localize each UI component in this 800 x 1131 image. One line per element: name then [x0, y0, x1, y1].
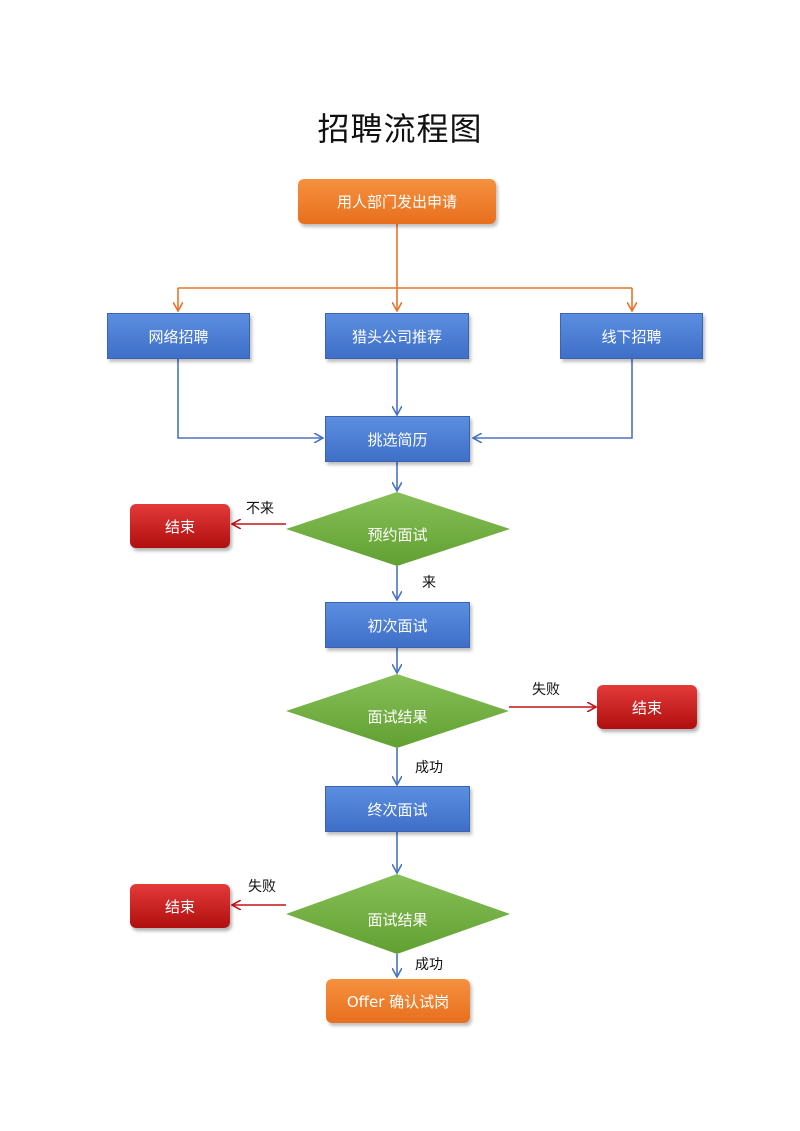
edge-label-success-2: 成功	[415, 957, 443, 973]
node-headhunter: 猎头公司推荐	[325, 313, 469, 359]
edge-label-come: 来	[422, 575, 436, 591]
node-end-3: 结束	[130, 884, 230, 928]
node-end-2: 结束	[597, 685, 697, 729]
edge-label-success-1: 成功	[415, 760, 443, 776]
decision-result2-diamond	[286, 874, 510, 954]
label-result-2: 面试结果	[367, 910, 428, 929]
edge-offline-to-screen	[474, 359, 633, 438]
node-first-interview: 初次面试	[325, 602, 470, 648]
node-apply: 用人部门发出申请	[298, 179, 496, 224]
edge-label-fail-1: 失败	[532, 682, 560, 698]
label-result-1: 面试结果	[367, 707, 428, 726]
node-final-interview: 终次面试	[325, 786, 470, 832]
edge-online-to-screen	[177, 359, 322, 438]
edge-label-fail-2: 失败	[248, 879, 276, 895]
node-screen-resumes: 挑选简历	[325, 416, 470, 462]
decision-schedule-diamond	[286, 492, 510, 566]
node-end-1: 结束	[130, 504, 230, 548]
decision-result1-diamond	[286, 674, 509, 748]
node-offer: Offer 确认试岗	[326, 979, 470, 1023]
node-online-recruit: 网络招聘	[107, 313, 250, 359]
edge-label-not-come: 不来	[246, 501, 274, 517]
label-schedule-interview: 预约面试	[367, 525, 428, 544]
node-offline-recruit: 线下招聘	[560, 313, 703, 359]
page-title: 招聘流程图	[317, 110, 483, 148]
